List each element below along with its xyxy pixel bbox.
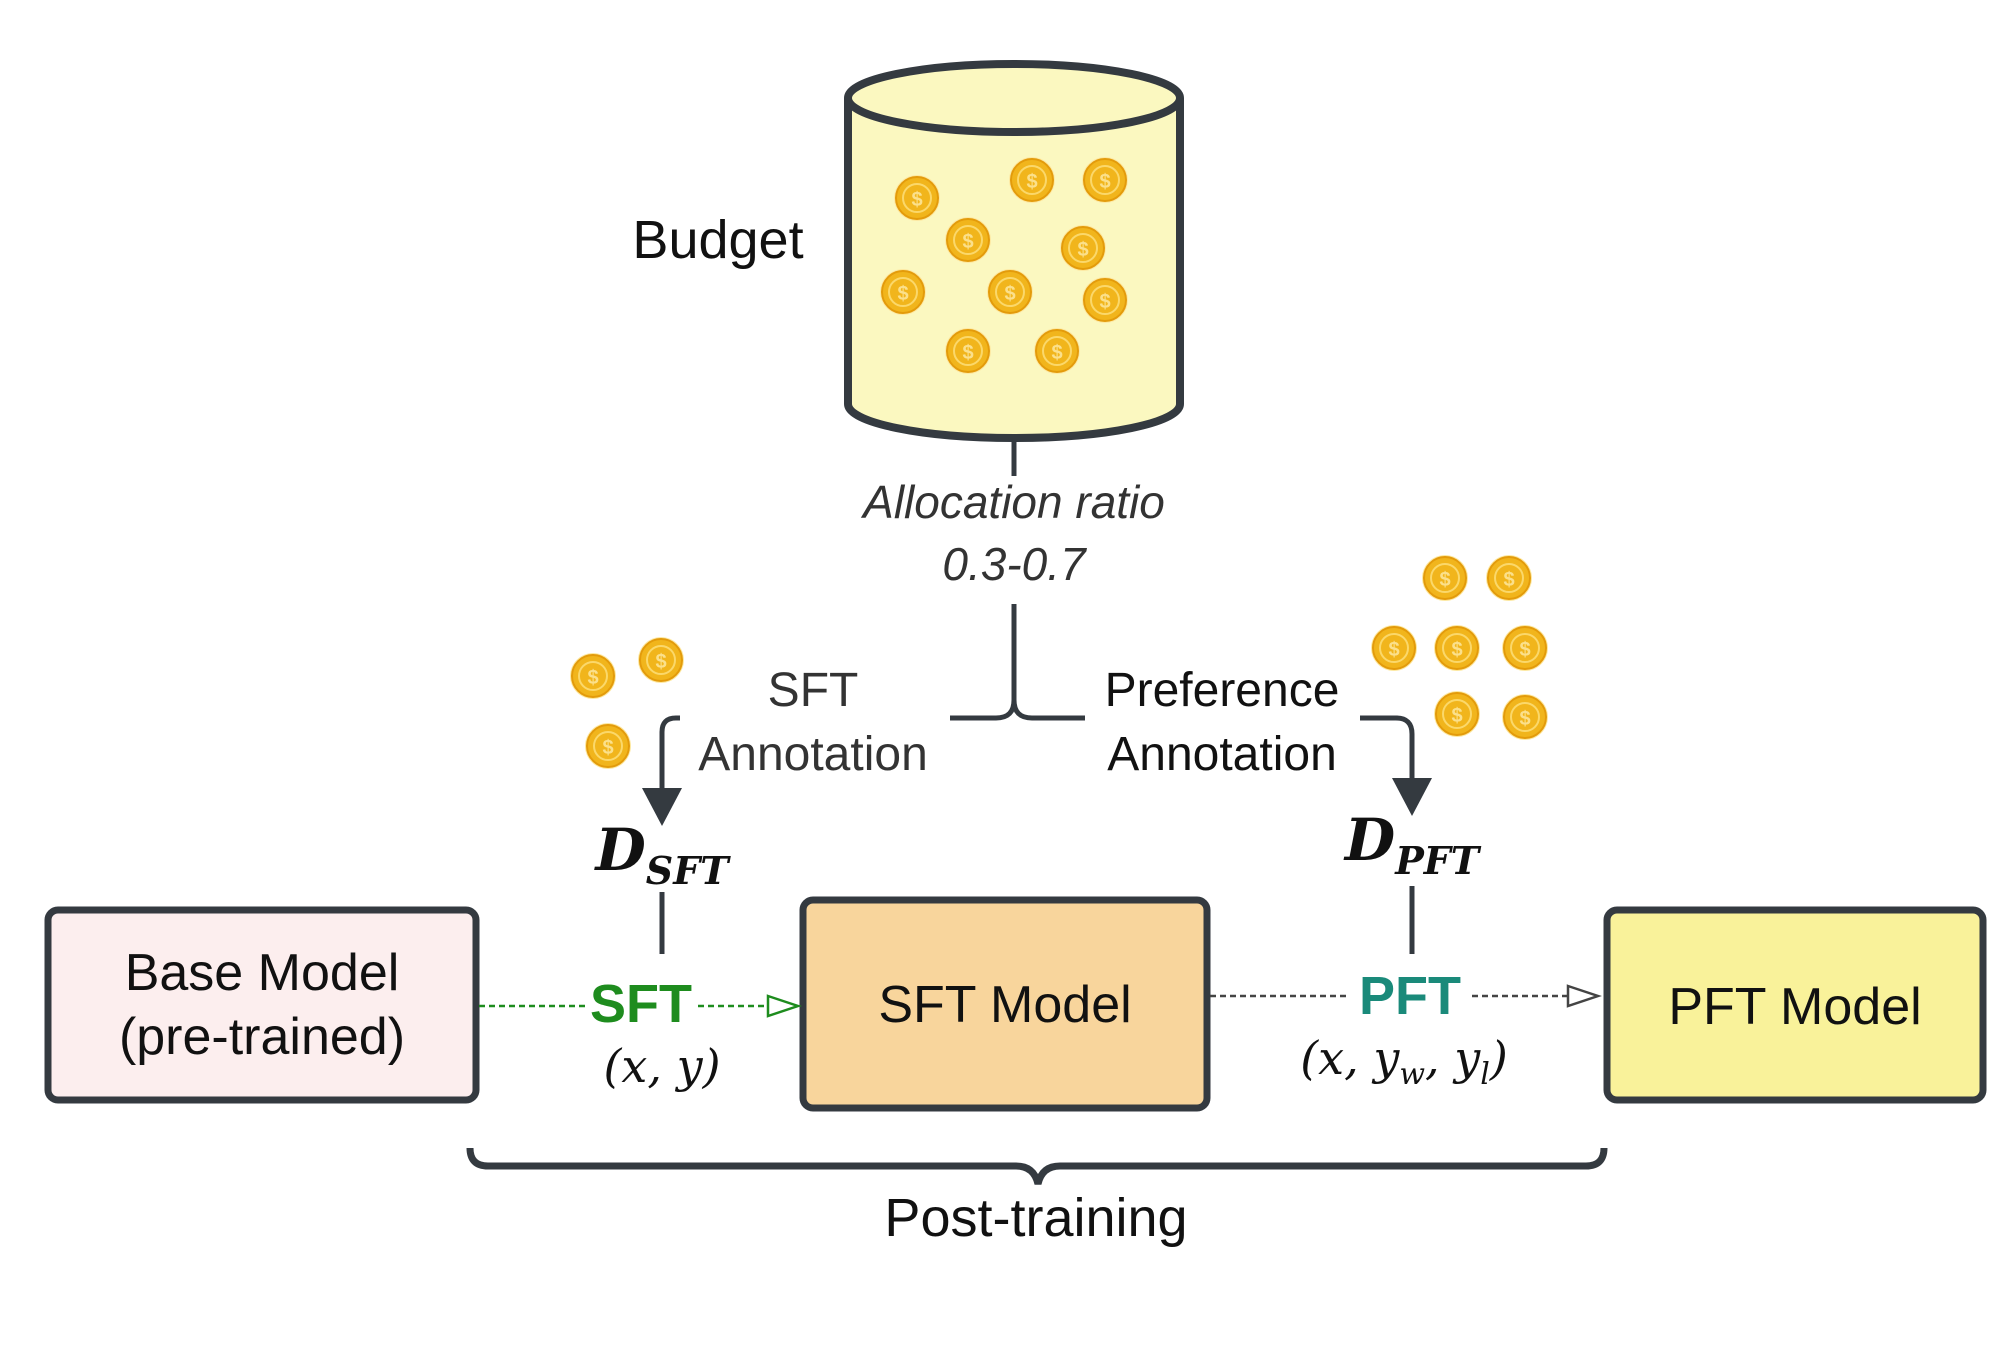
sft-stage-data: (x, y) [603, 1039, 720, 1093]
base-model-label-line1: Base Model [125, 944, 400, 1002]
base-model-label-line2: (pre-trained) [119, 1008, 405, 1066]
allocation-ratio-label: Allocation ratio [860, 476, 1165, 528]
preference-coins-icon [1370, 554, 1549, 741]
pft-arrowhead [1392, 778, 1432, 816]
pft-model-label: PFT Model [1668, 978, 1921, 1036]
preference-annotation-arrow [1360, 715, 1415, 780]
pft-stage-data: (x, yw, yl) [1300, 1031, 1508, 1092]
sft-coins-icon [569, 636, 685, 770]
pft-stage-label: PFT [1359, 966, 1461, 1026]
pft-model-box [1603, 906, 1987, 1104]
allocation-split-brace [950, 604, 1085, 721]
sft-annotation-arrow [659, 715, 680, 790]
sft-model-box [799, 896, 1211, 1112]
dataset-sft-label: DSFT [594, 816, 732, 893]
sft-annotation-line1: SFT [768, 664, 859, 717]
budget-label: Budget [632, 210, 803, 270]
post-training-brace [466, 1147, 1608, 1185]
allocation-ratio-value: 0.3-0.7 [942, 538, 1087, 590]
preference-annotation-line2: Annotation [1107, 728, 1337, 781]
dataset-pft-label: DPFT [1343, 806, 1482, 883]
sft-model-label: SFT Model [878, 976, 1131, 1034]
budget-cylinder [844, 60, 1184, 442]
preference-annotation-line1: Preference [1105, 664, 1340, 717]
sft-stage-label: SFT [590, 974, 692, 1034]
base-model-box [44, 906, 480, 1104]
base-to-sft-arrowhead [766, 994, 802, 1018]
post-training-label: Post-training [884, 1188, 1187, 1248]
sft-annotation-line2: Annotation [698, 728, 928, 781]
sft-to-pft-arrowhead [1566, 984, 1602, 1008]
sft-arrowhead [642, 788, 682, 826]
